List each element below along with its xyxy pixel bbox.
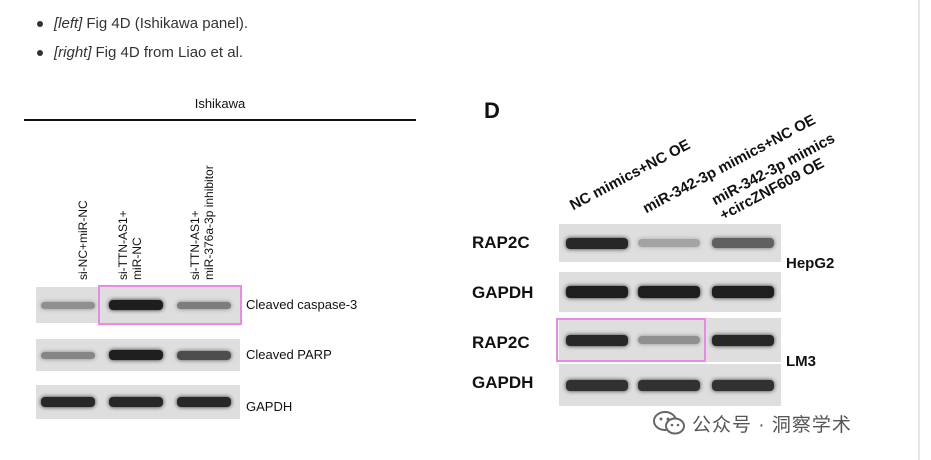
lane-label: si-TTN-AS1+miR-376a-3p inhibitor [188, 165, 216, 280]
blot-band [109, 350, 163, 360]
blot-strip [36, 287, 240, 323]
row-label: RAP2C [472, 233, 530, 252]
blot-band [109, 300, 163, 310]
watermark-text: 公众号 · 洞察学术 [692, 414, 852, 436]
highlight-box [98, 285, 242, 325]
bullet-list: [left]Fig 4D (Ishikawa panel). [right]Fi… [28, 12, 248, 70]
highlight-box [556, 318, 706, 362]
blot-band [712, 335, 774, 346]
blot-band [638, 380, 700, 391]
bullet-text: Fig 4D (Ishikawa panel). [86, 15, 249, 32]
blot-strip [36, 339, 240, 371]
bullet-tag: [right] [54, 44, 92, 61]
title-rule [24, 119, 416, 121]
blot-strip [559, 272, 781, 312]
row-label: RAP2C [472, 333, 530, 352]
wechat-icon [653, 411, 685, 435]
lane-label: si-NC+miR-NC [76, 200, 90, 280]
page-edge [918, 0, 920, 460]
blot-band [41, 352, 95, 359]
blot-band [177, 351, 231, 360]
blot-band [566, 380, 628, 391]
blot-band [177, 302, 231, 309]
blot-row-label: GAPDH [246, 399, 293, 414]
row-label: GAPDH [472, 283, 534, 302]
panel-letter: D [484, 98, 500, 123]
cell-line-label: HepG2 [786, 255, 835, 272]
bullet-item: [left]Fig 4D (Ishikawa panel). [28, 12, 248, 41]
bullet-text: Fig 4D from Liao et al. [95, 44, 244, 61]
cell-line-label: LM3 [786, 353, 816, 370]
watermark: 公众号 · 洞察学术 [652, 408, 852, 438]
blot-band [566, 238, 628, 249]
left-figure[interactable]: Ishikawa si-NC+miR-NC si-TTN-AS1+miR-NC … [24, 90, 424, 430]
blot-band [566, 286, 628, 298]
blot-band [712, 238, 774, 248]
figure-title: Ishikawa [194, 96, 246, 111]
blot-row-label: Cleaved PARP [246, 347, 332, 362]
blot-band [41, 397, 95, 407]
blot-strip [36, 385, 240, 419]
bullet-item: [right]Fig 4D from Liao et al. [28, 41, 248, 70]
blot-band [712, 286, 774, 298]
blot-band [712, 380, 774, 391]
bullet-tag: [left] [54, 15, 83, 32]
blot-band [638, 336, 700, 344]
blot-band [566, 335, 628, 346]
blot-strip [559, 318, 781, 362]
row-label: GAPDH [472, 373, 534, 392]
blot-band [638, 239, 700, 247]
blot-strip [559, 364, 781, 406]
blot-strip [559, 224, 781, 262]
blot-band [177, 397, 231, 407]
blot-band [638, 286, 700, 298]
right-figure[interactable]: D NC mimics+NC OE miR-342-3p mimics+NC O… [470, 90, 910, 430]
blot-band [109, 397, 163, 407]
blot-row-label: Cleaved caspase-3 [246, 297, 358, 312]
blot-band [41, 302, 95, 309]
lane-label: si-TTN-AS1+miR-NC [116, 210, 144, 280]
